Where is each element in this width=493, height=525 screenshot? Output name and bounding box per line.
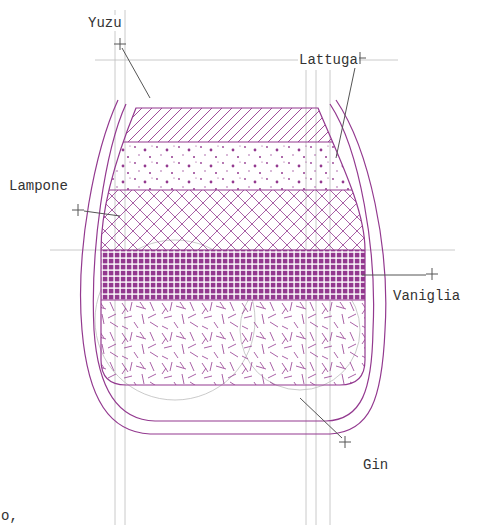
- ingredient-label: Lattuga: [298, 52, 359, 68]
- ingredient-label: Yuzu: [87, 15, 123, 31]
- ingredient-label: Lampone: [8, 178, 69, 194]
- ingredient-label: Gin: [362, 457, 389, 473]
- ingredient-label: o,: [0, 508, 19, 524]
- ingredient-label: Vaniglia: [392, 288, 461, 304]
